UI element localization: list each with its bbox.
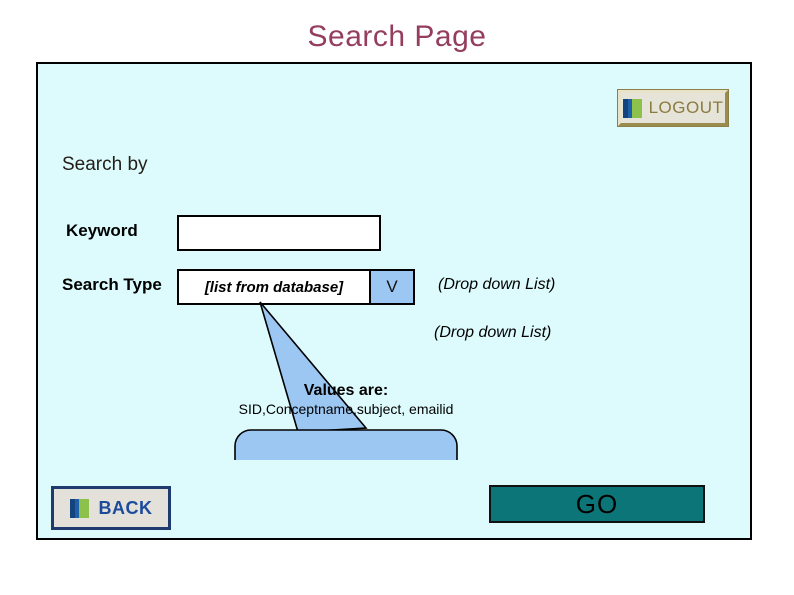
callout-heading: Values are:: [303, 382, 389, 399]
page-title: Search Page: [307, 20, 487, 53]
logout-button[interactable]: LOGOUT: [617, 89, 729, 127]
values-callout: [198, 300, 458, 460]
go-button[interactable]: GO: [489, 485, 705, 523]
bars-icon: [622, 98, 642, 118]
back-button-label: BACK: [98, 497, 153, 518]
chevron-down-icon[interactable]: V: [369, 271, 413, 303]
bars-icon: [69, 498, 89, 518]
keyword-label: Keyword: [66, 221, 138, 240]
back-button[interactable]: BACK: [51, 486, 171, 530]
go-button-label: GO: [575, 488, 619, 519]
search-by-label: Search by: [62, 154, 148, 175]
keyword-input[interactable]: [177, 215, 381, 251]
dropdown-note-primary: (Drop down List): [438, 276, 556, 293]
search-panel: LOGOUT Search by Keyword Search Type [li…: [36, 62, 752, 540]
search-type-label: Search Type: [62, 275, 162, 294]
dropdown-note-secondary: (Drop down List): [434, 324, 552, 341]
search-type-selected-value: [list from database]: [179, 271, 369, 303]
callout-text: Values are: SID,Conceptname,subject, ema…: [235, 381, 457, 419]
search-type-dropdown[interactable]: [list from database] V: [177, 269, 415, 305]
callout-body: SID,Conceptname,subject, emailid: [238, 401, 454, 418]
logout-button-label: LOGOUT: [648, 98, 724, 117]
